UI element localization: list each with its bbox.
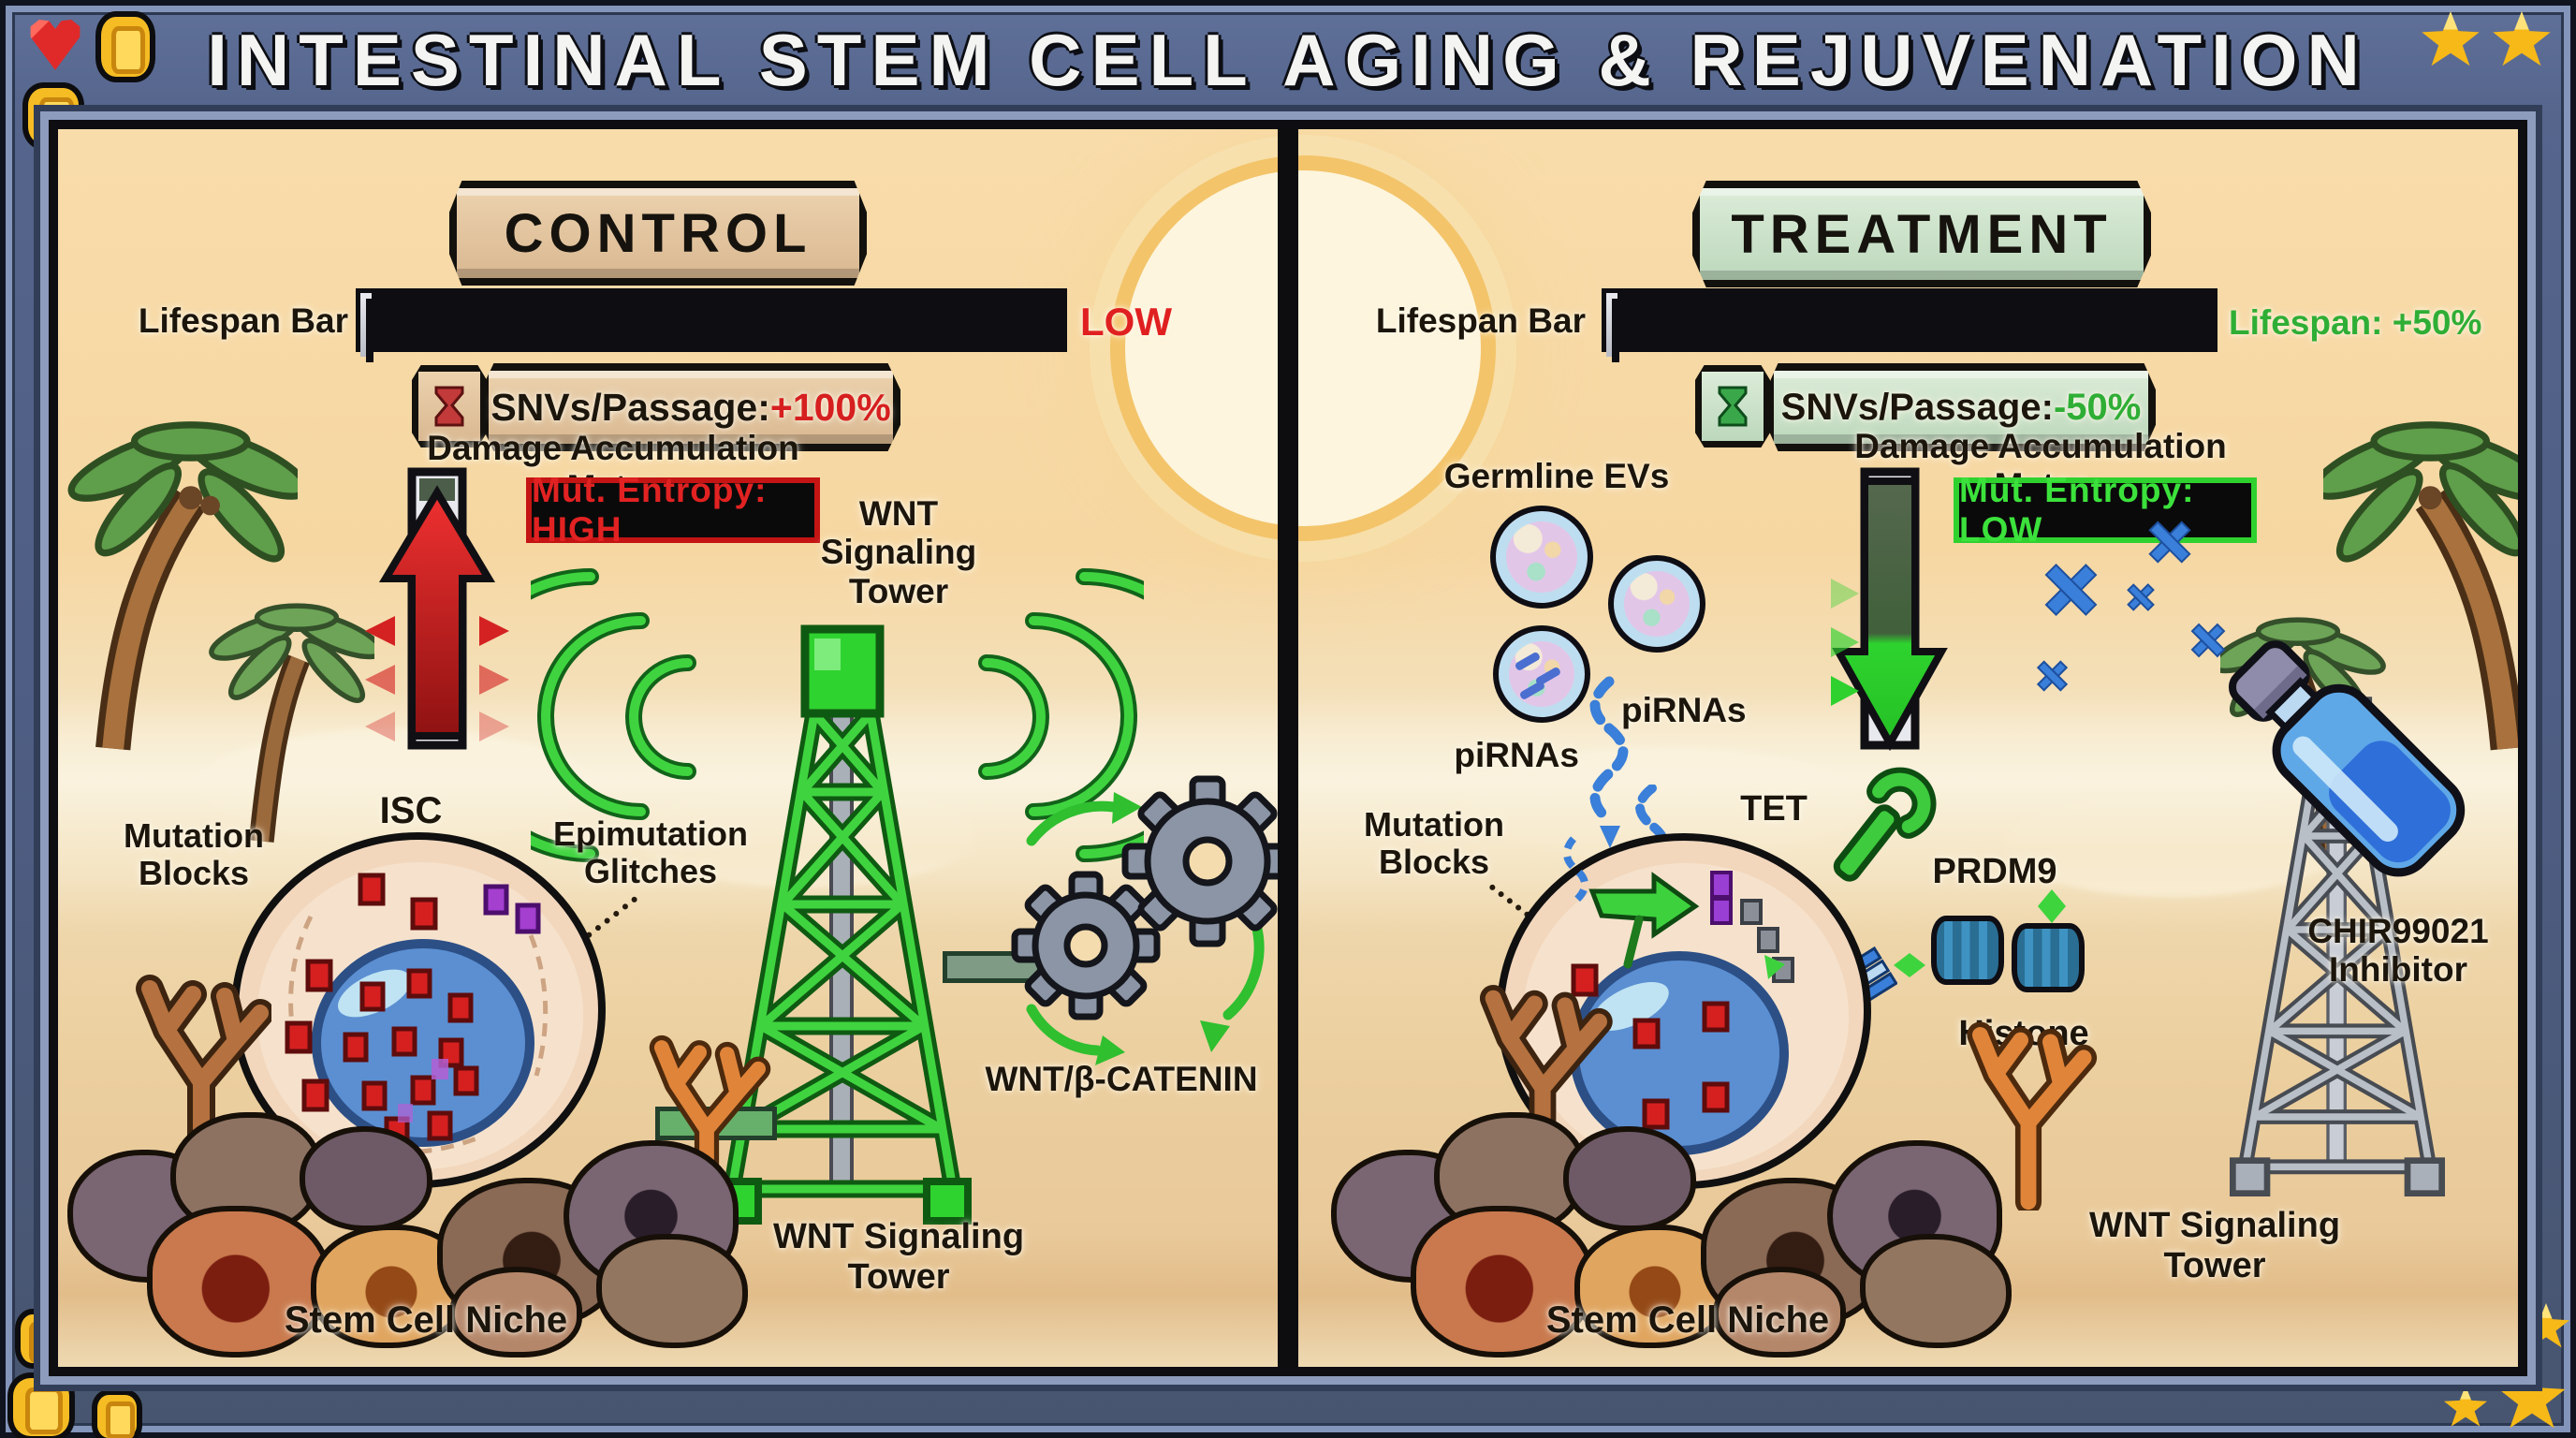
- x-sparkle-icon: [2145, 521, 2188, 564]
- hourglass-icon: [1695, 365, 1770, 448]
- mutation-blocks-label: Mutation Blocks: [1364, 805, 1504, 882]
- germline-evs-label: Germline EVs: [1443, 457, 1670, 495]
- treatment-panel: TREATMENT Lifespan Bar Lifespan: +50% SN…: [1298, 129, 2518, 1367]
- palm-tree-icon: [2323, 421, 2518, 751]
- niche-label: Stem Cell Niche: [1545, 1299, 1830, 1341]
- snv-label: SNVs/Passage:: [490, 385, 770, 429]
- treatment-header-label: TREATMENT: [1731, 203, 2113, 265]
- snv-value: -50%: [2053, 386, 2142, 428]
- snv-value: +100%: [769, 385, 891, 429]
- x-sparkle-icon: [2041, 563, 2095, 617]
- x-sparkle-icon: [2189, 624, 2223, 657]
- lifespan-bar: [356, 288, 1067, 362]
- wnt-tower-label-bottom: WNT Signaling Tower: [2088, 1206, 2341, 1285]
- scene-window: CONTROL Lifespan Bar LOW SNVs/Passage: +…: [49, 120, 2527, 1376]
- pirna-label: piRNAs: [1454, 736, 1579, 774]
- snv-plaque: SNVs/Passage: -50%: [1766, 363, 2156, 451]
- wnt-tower-label-bottom: WNT Signaling Tower: [772, 1217, 1025, 1297]
- star-icon: [2443, 1386, 2488, 1427]
- tet-label: TET: [1740, 789, 1808, 829]
- coin-icon: [92, 1389, 142, 1438]
- isc-cell: [1497, 833, 1871, 1189]
- coin-icon: [95, 11, 155, 82]
- pirna-squiggle-icon: [1589, 676, 1629, 848]
- sparkle-icon: [1894, 953, 1925, 977]
- entropy-badge: Mut. Entropy: HIGH: [526, 471, 820, 549]
- palm-tree-icon: [67, 421, 298, 751]
- gears-icon: [1011, 775, 1284, 1065]
- signal-arcs-icon: [978, 568, 1144, 862]
- coral-icon: [1967, 1021, 2098, 1211]
- lifespan-bar-label: Lifespan Bar: [1375, 301, 1586, 340]
- palm-tree-icon: [209, 603, 374, 843]
- inhibitor-bottle-icon: [2170, 584, 2518, 948]
- mutation-blocks-label: Mutation Blocks: [124, 816, 264, 893]
- damage-meter-label: Damage Accumulation Meter: [427, 429, 799, 506]
- ev-vesicle-icon: [1490, 506, 1593, 609]
- page-title: INTESTINAL STEM CELL AGING & REJUVENATIO…: [207, 18, 2369, 101]
- rock-pile: [58, 1084, 1278, 1365]
- rock-pile: [1322, 1084, 2164, 1365]
- ev-vesicle-icon: [1608, 555, 1705, 653]
- panel-divider: [1278, 129, 1298, 1367]
- niche-label: Stem Cell Niche: [284, 1299, 568, 1341]
- x-sparkle-icon: [2036, 661, 2066, 691]
- entropy-badge: Mut. Entropy: LOW: [1954, 471, 2257, 549]
- damage-meter-up-arrow: [365, 467, 509, 750]
- x-sparkle-icon: [2126, 584, 2152, 610]
- sparkle-icon: [2038, 889, 2066, 923]
- lifespan-status: Lifespan: +50%: [2229, 303, 2482, 342]
- isc-label: ISC: [379, 790, 443, 831]
- isc-cell: [231, 832, 606, 1188]
- control-header-label: CONTROL: [504, 202, 812, 264]
- wnt-tower-label-top: WNT Signaling Tower: [820, 494, 977, 610]
- star-icon: [2523, 1303, 2569, 1348]
- coin-icon: [7, 1372, 75, 1438]
- epimutation-glitches-label: Epimutation Glitches: [553, 814, 748, 891]
- lifespan-status: LOW: [1080, 300, 1172, 344]
- wrench-icon: [1833, 767, 1937, 882]
- pirna-label: piRNAs: [1621, 691, 1747, 729]
- snv-plaque: SNVs/Passage: +100%: [481, 363, 900, 451]
- signal-arcs-icon: [531, 568, 696, 862]
- title-bar: INTESTINAL STEM CELL AGING & REJUVENATIO…: [0, 0, 2576, 120]
- control-header-plaque: CONTROL: [449, 181, 867, 286]
- histone-spool-icon: [1931, 916, 2004, 985]
- damage-meter-down-arrow: [1831, 467, 1948, 752]
- entropy-label: Mut. Entropy: LOW: [1959, 471, 2195, 549]
- ev-vesicle-icon: [1493, 625, 1590, 723]
- prdm9-label: PRDM9: [1932, 852, 2057, 891]
- inhibitor-label: CHIR99021 Inhibitor: [2307, 912, 2489, 990]
- snv-label: SNVs/Passage:: [1780, 386, 2054, 428]
- histone-spool-icon: [2012, 923, 2085, 992]
- lifespan-bar: [1602, 288, 2217, 362]
- control-panel: CONTROL Lifespan Bar LOW SNVs/Passage: +…: [58, 129, 1284, 1367]
- treatment-header-plaque: TREATMENT: [1692, 181, 2151, 287]
- entropy-label: Mut. Entropy: HIGH: [532, 471, 768, 549]
- lifespan-bar-label: Lifespan Bar: [138, 301, 348, 340]
- pathway-label: WNT/β-CATENIN: [985, 1060, 1258, 1098]
